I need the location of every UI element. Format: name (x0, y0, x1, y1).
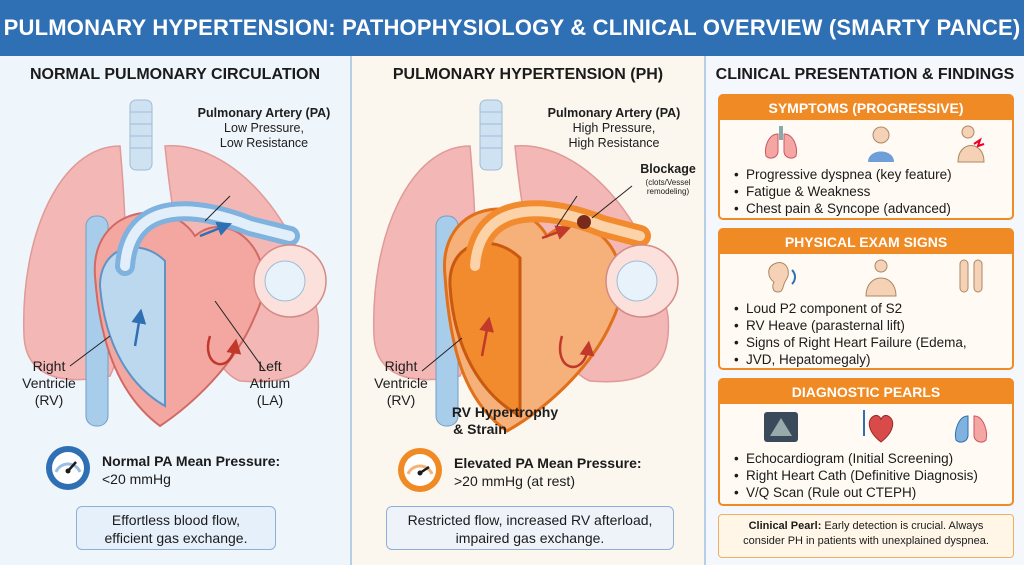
diagnostic-title: DIAGNOSTIC PEARLS (720, 380, 1012, 404)
lungs-icon (955, 415, 987, 443)
chest-pain-icon (957, 125, 985, 163)
normal-rv-label3: (RV) (34, 392, 64, 408)
symptoms-icons (720, 120, 1012, 166)
diagnostic-icons (720, 404, 1012, 450)
normal-pa-desc2: Low Resistance (219, 136, 309, 150)
ph-pa-label: Pulmonary Artery (PA) (547, 106, 681, 120)
ph-blockage-label: Blockage (640, 162, 696, 176)
clinical-pearl: Clinical Pearl: Early detection is cruci… (718, 514, 1014, 558)
ph-blockage-desc2: remodeling) (646, 187, 690, 196)
panel-divider (350, 56, 352, 565)
exam-card: PHYSICAL EXAM SIGNS Loud P2 component of… (718, 228, 1014, 370)
ph-pressure: Elevated PA Mean Pressure: >20 mmHg (at … (454, 454, 694, 490)
ph-pressure-title: Elevated PA Mean Pressure: (454, 455, 642, 471)
pearl-text-line2: consider PH in patients with unexplained… (743, 535, 989, 547)
diagnostic-item: Right Heart Cath (Definitive Diagnosis) (734, 467, 1012, 484)
ph-pa-desc1: High Pressure, (572, 121, 656, 135)
clinical-panel: CLINICAL PRESENTATION & FINDINGS SYMPTOM… (706, 56, 1024, 565)
normal-pa-label: Pulmonary Artery (PA) (197, 106, 331, 120)
ph-heading: PULMONARY HYPERTENSION (PH) (392, 66, 664, 83)
heart-cath-icon (863, 410, 894, 443)
diagnostic-item: V/Q Scan (Rule out CTEPH) (734, 484, 1012, 501)
normal-rv-label1: Right (32, 358, 66, 374)
ph-rv-label2: Ventricle (374, 375, 428, 391)
diagnostic-card: DIAGNOSTIC PEARLS Echocardiogram (Initia… (718, 378, 1014, 506)
ph-summary-line2: impaired gas exchange. (455, 530, 605, 546)
gauge-icon (398, 448, 442, 492)
ph-summary: Restricted flow, increased RV afterload,… (386, 506, 674, 550)
ph-pressure-value: >20 mmHg (at rest) (454, 473, 575, 489)
symptoms-card: SYMPTOMS (PROGRESSIVE) Progressive dyspn… (718, 94, 1014, 220)
chest-icon (865, 259, 897, 297)
symptoms-title: SYMPTOMS (PROGRESSIVE) (720, 96, 1012, 120)
ph-rv-label1: Right (384, 358, 418, 374)
exam-icons (720, 254, 1012, 300)
panel-divider (704, 56, 706, 565)
page-title: PULMONARY HYPERTENSION: PATHOPHYSIOLOGY … (0, 0, 1024, 56)
ear-icon (768, 262, 796, 293)
normal-la-label1: Left (258, 358, 282, 374)
clinical-heading: CLINICAL PRESENTATION & FINDINGS (715, 66, 1015, 83)
legs-icon (959, 259, 983, 293)
normal-pressure-value: <20 mmHg (102, 471, 171, 487)
normal-summary-line2: efficient gas exchange. (104, 530, 248, 546)
exam-item: Loud P2 component of S2 (734, 300, 1012, 317)
ph-rvh-label2: & Strain (453, 421, 507, 437)
normal-la-label2: Atrium (249, 375, 291, 391)
ph-pa-desc2: High Resistance (568, 136, 660, 150)
normal-summary-line1: Effortless blood flow, (111, 512, 241, 528)
pearl-text-line1: Early detection is crucial. Always (821, 520, 984, 532)
pearl-label: Clinical Pearl: (748, 520, 822, 532)
normal-pa-desc1: Low Pressure, (224, 121, 304, 135)
normal-rv-label2: Ventricle (22, 375, 76, 391)
ph-summary-line1: Restricted flow, increased RV afterload, (407, 512, 653, 528)
exam-item: Signs of Right Heart Failure (Edema, (734, 334, 1012, 351)
symptom-item: Chest pain & Syncope (advanced) (734, 200, 1012, 217)
exam-item: RV Heave (parasternal lift) (734, 317, 1012, 334)
normal-summary: Effortless blood flow, efficient gas exc… (76, 506, 276, 550)
normal-heart-illustration (22, 99, 327, 428)
ph-heart-illustration (372, 99, 679, 433)
ph-blockage-desc1: (clots/Vessel (645, 178, 691, 187)
echo-icon (764, 412, 798, 442)
diagnostic-item: Echocardiogram (Initial Screening) (734, 450, 1012, 467)
ph-rv-label3: (RV) (386, 392, 416, 408)
normal-heading: NORMAL PULMONARY CIRCULATION (29, 66, 321, 83)
ph-panel: PULMONARY HYPERTENSION (PH) Pulmonary Ar… (352, 56, 704, 565)
normal-panel: NORMAL PULMONARY CIRCULATION Pu (0, 56, 350, 565)
normal-pressure-title: Normal PA Mean Pressure: (102, 453, 281, 469)
gauge-icon (46, 446, 90, 490)
exam-item-continued: JVD, Hepatomegaly) (734, 351, 1012, 368)
normal-pressure: Normal PA Mean Pressure: <20 mmHg (102, 452, 342, 488)
symptom-item: Progressive dyspnea (key feature) (734, 166, 1012, 183)
normal-la-label3: (LA) (256, 392, 284, 408)
ph-rvh-label1: RV Hypertrophy (451, 404, 559, 420)
symptom-item: Fatigue & Weakness (734, 183, 1012, 200)
person-icon (868, 126, 894, 162)
lungs-icon (765, 126, 797, 159)
exam-title: PHYSICAL EXAM SIGNS (720, 230, 1012, 254)
